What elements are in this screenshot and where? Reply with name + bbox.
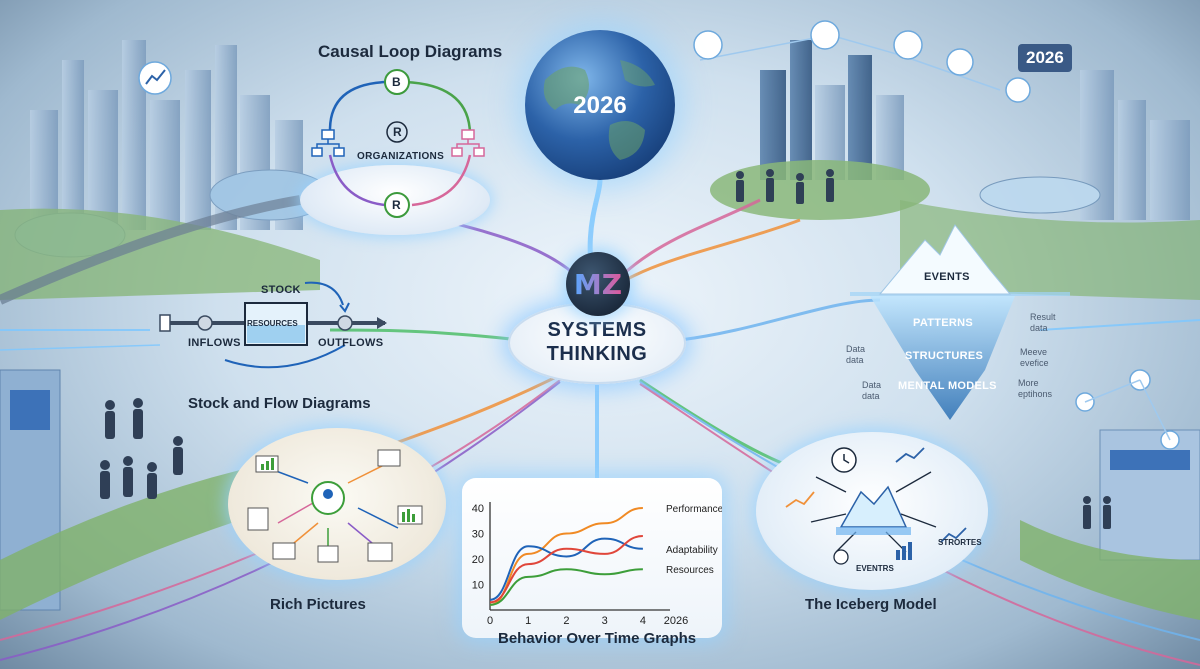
globe-year: 2026 (573, 92, 627, 119)
stock-label: STOCK (261, 284, 301, 296)
behavior-over-time-chart: 10 20 30 40 0 1 2 3 4 2026 PerformanceAdaptability… (472, 502, 722, 627)
causal-node-r-center: R (393, 125, 402, 139)
behavior-graph-panel (462, 478, 722, 638)
outflows-label: OUTFLOWS (318, 337, 384, 349)
iceberg-chart-icons (785, 447, 967, 543)
org-chart-icon-left (311, 129, 345, 157)
iceberg-tag-structures: STRORTES (938, 538, 982, 547)
inflows-label: INFLOWS (188, 337, 241, 349)
rich-picture-bar-icons (261, 458, 415, 522)
resources-box-label: RESOURCES (247, 319, 298, 328)
globe-continents (543, 60, 655, 160)
iceberg-left-note-1: Data data (846, 344, 866, 365)
series-label: Resources (666, 565, 714, 576)
behavior-graph-title: Behavior Over Time Graphs (498, 630, 697, 647)
top-right-year-badge: 2026 (1018, 44, 1072, 72)
causal-loop-title: Causal Loop Diagrams (318, 42, 503, 61)
iceberg-structures: STRUCTURES (905, 350, 984, 362)
series-label: Adaptability (666, 545, 718, 556)
x-tick-label: 1 (525, 615, 531, 627)
left-city (0, 40, 331, 305)
iceberg-side-note-1: Result data (1030, 312, 1056, 333)
rich-pictures-title: Rich Pictures (270, 596, 366, 613)
network-icons (693, 20, 1031, 103)
iceberg-model-sketch (785, 447, 967, 565)
iceberg-side-note-3: More eptihons (1018, 378, 1053, 399)
x-tick-label: 2026 (664, 615, 688, 627)
x-tick-label: 0 (487, 615, 493, 627)
people-group-left (100, 398, 183, 499)
network-icons-right (1075, 369, 1180, 450)
series-line-resources (489, 568, 643, 606)
people-pair-right (1083, 496, 1111, 529)
left-office-building (0, 369, 240, 620)
hub-title-line2: THINKING (546, 343, 648, 365)
iceberg-left-note-2: Data data (862, 380, 882, 401)
stock-flow-title: Stock and Flow Diagrams (188, 395, 371, 412)
y-tick-label: 40 (472, 503, 484, 515)
series-line-unlabeled-3 (489, 535, 643, 604)
series-line-performance (489, 507, 643, 606)
causal-node-b: B (392, 75, 401, 89)
stock-flow-diagram (159, 281, 387, 369)
globe-2026: 2026 (525, 30, 675, 180)
y-tick-label: 10 (472, 580, 484, 592)
y-tick-label: 30 (472, 529, 484, 541)
hub-title-line1: SYSTEMS (547, 319, 647, 341)
causal-loop-diagram (311, 69, 485, 218)
iceberg-side-note-2: Meeve evefice (1020, 347, 1049, 368)
causal-center-label: ORGANIZATIONS (357, 151, 445, 162)
rich-pictures-sketch (247, 449, 423, 563)
people-group-top (736, 169, 834, 204)
causal-node-r-bottom: R (392, 198, 401, 212)
mz-logo: MZ (566, 252, 630, 316)
x-tick-label: 4 (640, 615, 646, 627)
series-label: Performance (666, 504, 722, 515)
x-tick-label: 2 (563, 615, 569, 627)
iceberg-tag-events: EVENTRS (856, 564, 894, 573)
iceberg-illustration (850, 224, 1070, 420)
right-office-building (1020, 429, 1200, 620)
logo-text: MZ (573, 267, 623, 301)
y-tick-label: 20 (472, 554, 484, 566)
series-line-adaptability (489, 537, 643, 601)
iceberg-patterns: PATTERNS (913, 317, 974, 329)
iceberg-events: EVENTS (924, 271, 970, 283)
iceberg-mental-models: MENTAL MODELS (898, 380, 997, 392)
org-chart-icon-right (451, 129, 485, 157)
x-tick-label: 3 (602, 615, 608, 627)
left-chart-badge (138, 61, 172, 95)
iceberg-model-title: The Iceberg Model (805, 596, 937, 613)
